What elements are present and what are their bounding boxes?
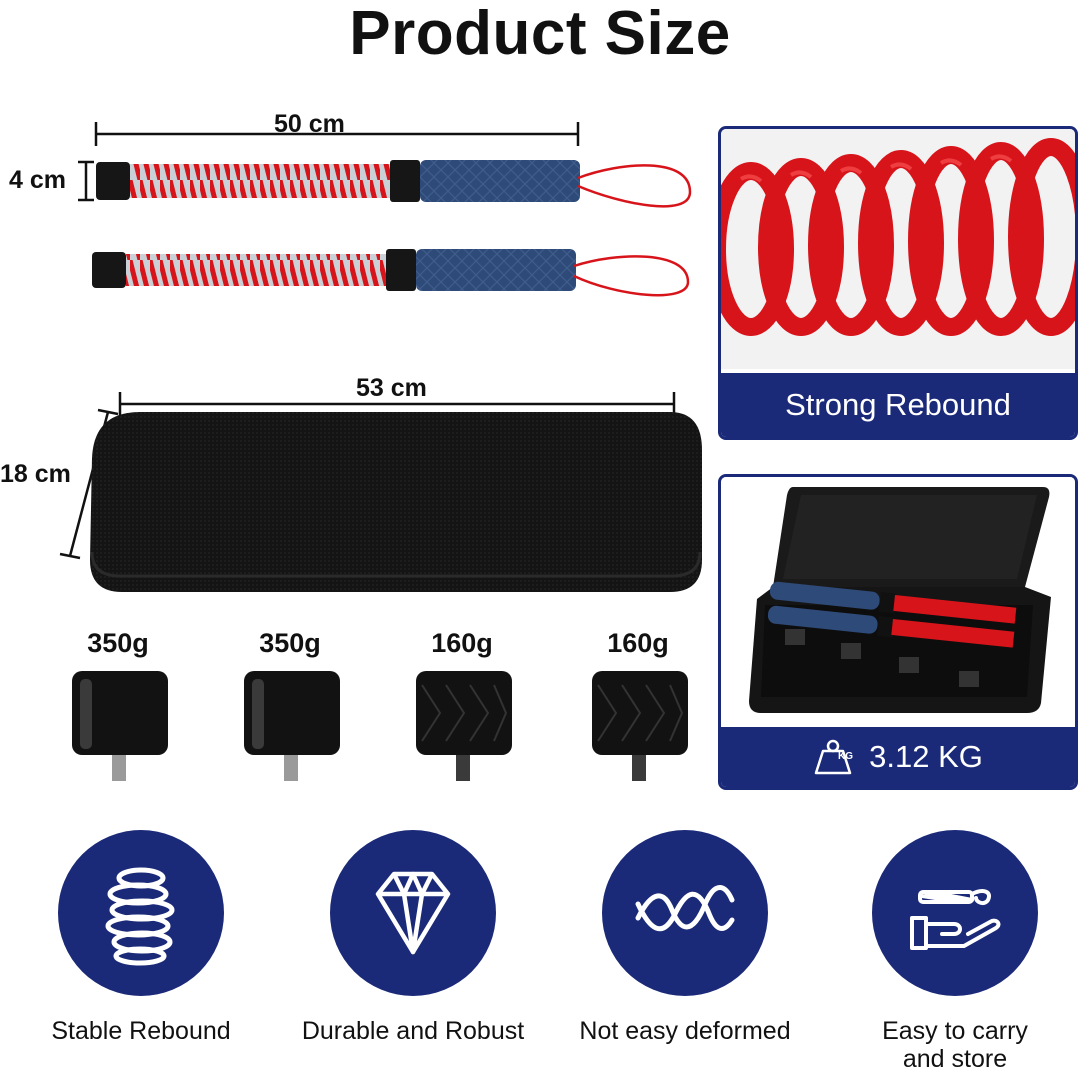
stick-diameter-label: 4 cm xyxy=(9,166,66,194)
weight-label: 350g xyxy=(87,628,149,658)
weight-icon-text: KG xyxy=(838,751,853,762)
weight-smooth-icon xyxy=(244,671,340,781)
sticks-illustration xyxy=(0,100,710,330)
weight-label: 160g xyxy=(431,628,493,658)
weight-item: 350g xyxy=(58,628,182,785)
feature-label: Not easy deformed xyxy=(579,1017,791,1045)
case-length-label: 53 cm xyxy=(356,374,427,402)
case-width-label: 18 cm xyxy=(0,460,71,488)
weight-label: 350g xyxy=(259,628,321,658)
case-illustration xyxy=(0,380,710,600)
weight-panel: KG 3.12 KG xyxy=(718,474,1078,790)
weight-item: 350g xyxy=(230,628,354,785)
weight-item: 160g xyxy=(578,628,702,785)
feature-label-line: Easy to carry xyxy=(882,1017,1028,1045)
feature-label: Durable and Robust xyxy=(301,1017,525,1045)
weight-caption: KG 3.12 KG xyxy=(721,727,1075,787)
page-title: Product Size xyxy=(349,0,731,68)
weight-icon xyxy=(814,739,852,775)
weight-caption-text: 3.12 KG xyxy=(869,739,983,774)
weight-faceted-icon xyxy=(416,671,512,781)
spring-icon xyxy=(105,867,175,966)
weight-smooth-icon xyxy=(72,671,168,781)
weight-item: 160g xyxy=(402,628,526,785)
rebound-caption-text: Strong Rebound xyxy=(785,387,1011,422)
weight-label: 160g xyxy=(607,628,669,658)
wave-icon xyxy=(635,885,735,932)
spring-closeup-image xyxy=(721,129,1075,369)
feature-circle xyxy=(58,830,224,996)
weight-faceted-icon xyxy=(592,671,688,781)
weights-row: 350g 350g 160g 160g xyxy=(0,628,710,798)
stick-length-label: 50 cm xyxy=(274,110,345,138)
rebound-caption: Strong Rebound xyxy=(721,373,1075,437)
feature-circle xyxy=(330,830,496,996)
rebound-panel: Strong Rebound xyxy=(718,126,1078,440)
feature-label: Stable Rebound xyxy=(51,1017,231,1045)
open-case-image xyxy=(721,477,1075,725)
hand-carry-icon xyxy=(910,889,1001,950)
feature-circle xyxy=(872,830,1038,996)
diamond-icon xyxy=(375,871,451,955)
feature-circle xyxy=(602,830,768,996)
case-drawing xyxy=(59,392,702,592)
feature-label-line: and store xyxy=(902,1045,1008,1073)
feature-label-multiline: Easy to carry and store xyxy=(825,1017,1080,1073)
sticks-drawing xyxy=(78,122,692,297)
